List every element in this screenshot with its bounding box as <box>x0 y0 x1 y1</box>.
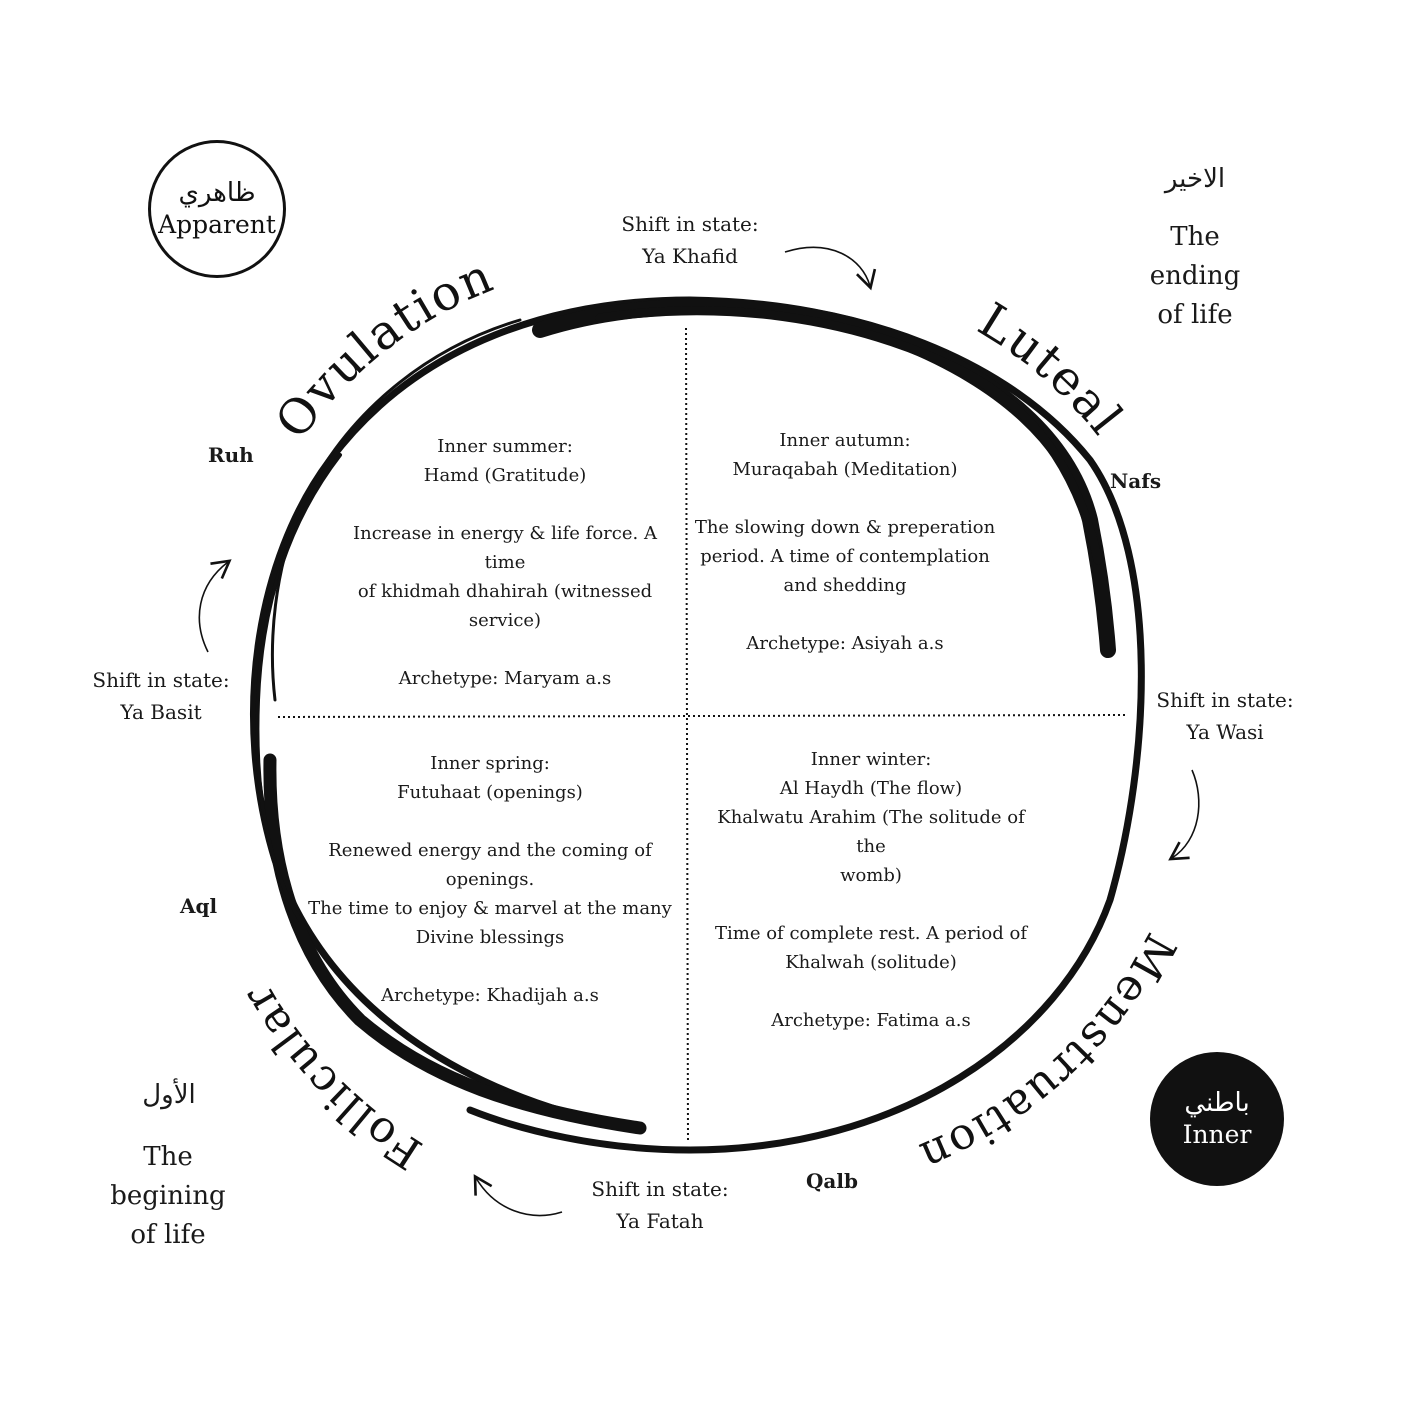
shift-left-name: Ya Basit <box>120 700 202 724</box>
brush-stroke-heavy-bottom <box>263 753 647 1135</box>
arrow-right-icon <box>1168 769 1200 861</box>
summer-title: Inner summer: <box>437 436 573 457</box>
winter-title: Inner winter: <box>810 749 932 770</box>
shift-right: Shift in state: Ya Wasi <box>1140 684 1310 748</box>
tag-aql: Aql <box>180 894 218 918</box>
autumn-subtitle: Muraqabah (Meditation) <box>732 459 958 480</box>
autumn-desc-line1: The slowing down & preperation <box>694 517 996 538</box>
tag-nafs: Nafs <box>1110 469 1162 493</box>
summer-archetype: Archetype: Maryam a.s <box>398 668 612 689</box>
shift-top: Shift in state: Ya Khafid <box>600 208 780 272</box>
autumn-desc-line2: period. A time of contemplation <box>700 546 990 567</box>
beginning-arabic: الأول <box>142 1080 196 1110</box>
quadrant-inner-autumn: Inner autumn: Muraqabah (Meditation) The… <box>690 426 1000 658</box>
horizontal-divider <box>277 714 1129 718</box>
ending-arabic: الاخير <box>1164 164 1226 194</box>
shift-right-label: Shift in state: <box>1156 688 1294 712</box>
badge-inner-english: Inner <box>1182 1120 1252 1149</box>
winter-line3: Khalwatu Arahim (The solitude of the <box>717 807 1025 857</box>
badge-apparent-arabic: ظاهري <box>178 178 256 208</box>
winter-desc-line1: Time of complete rest. A period of <box>715 923 1027 944</box>
badge-inner: باطني Inner <box>1150 1052 1284 1186</box>
beginning-line3: of life <box>130 1220 206 1250</box>
autumn-title: Inner autumn: <box>779 430 911 451</box>
tag-qalb: Qalb <box>806 1169 858 1193</box>
arrow-left-icon <box>198 559 232 653</box>
ending-of-life: The ending of life <box>1120 218 1270 335</box>
summer-desc-line2: of khidmah dhahirah (witnessed <box>357 581 653 602</box>
shift-top-name: Ya Khafid <box>642 244 738 268</box>
spring-desc-line2: The time to enjoy & marvel at the many <box>308 898 672 919</box>
ending-line3: of life <box>1157 300 1233 330</box>
quadrant-inner-summer: Inner summer: Hamd (Gratitude) Increase … <box>330 432 680 693</box>
beginning-of-life: The begining of life <box>88 1138 248 1255</box>
summer-subtitle: Hamd (Gratitude) <box>423 465 587 486</box>
autumn-archetype: Archetype: Asiyah a.s <box>746 633 944 654</box>
quadrant-inner-spring: Inner spring: Futuhaat (openings) Renewe… <box>290 749 690 1010</box>
shift-left-label: Shift in state: <box>92 668 230 692</box>
beginning-line1: The <box>143 1142 193 1172</box>
spring-title: Inner spring: <box>430 753 550 774</box>
shift-right-name: Ya Wasi <box>1186 720 1264 744</box>
winter-subtitle: Al Haydh (The flow) <box>779 778 963 799</box>
shift-bottom: Shift in state: Ya Fatah <box>570 1173 750 1237</box>
brush-stroke-heavy-top-inner <box>595 306 1103 565</box>
autumn-desc-line3: and shedding <box>783 575 907 596</box>
beginning-line2: begining <box>110 1181 226 1211</box>
shift-top-label: Shift in state: <box>621 212 759 236</box>
winter-line4: womb) <box>840 865 902 886</box>
spring-subtitle: Futuhaat (openings) <box>397 782 583 803</box>
summer-desc-line3: service) <box>468 610 542 631</box>
spring-desc-line1: Renewed energy and the coming of opening… <box>328 840 652 890</box>
shift-bottom-name: Ya Fatah <box>616 1209 704 1233</box>
tag-ruh: Ruh <box>208 443 254 467</box>
badge-apparent-english: Apparent <box>158 210 276 239</box>
spring-desc-line3: Divine blessings <box>415 927 565 948</box>
ending-line2: ending <box>1149 261 1241 291</box>
badge-apparent: ظاهري Apparent <box>148 140 286 278</box>
ending-line1: The <box>1170 222 1220 252</box>
winter-desc-line2: Khalwah (solitude) <box>785 952 957 973</box>
brush-stroke-thin-left <box>255 453 342 922</box>
shift-left: Shift in state: Ya Basit <box>76 664 246 728</box>
brush-circle <box>249 296 1145 1154</box>
vertical-divider <box>685 327 689 1143</box>
spring-archetype: Archetype: Khadijah a.s <box>381 985 599 1006</box>
arrow-bottom-icon <box>473 1174 563 1217</box>
quadrant-inner-winter: Inner winter: Al Haydh (The flow) Khalwa… <box>700 745 1042 1035</box>
arrow-top-icon <box>784 246 877 291</box>
shift-bottom-label: Shift in state: <box>591 1177 729 1201</box>
winter-archetype: Archetype: Fatima a.s <box>771 1010 971 1031</box>
summer-desc-line1: Increase in energy & life force. A time <box>353 523 657 573</box>
badge-inner-arabic: باطني <box>1184 1088 1250 1118</box>
brush-stroke-thin-inner <box>270 318 522 702</box>
